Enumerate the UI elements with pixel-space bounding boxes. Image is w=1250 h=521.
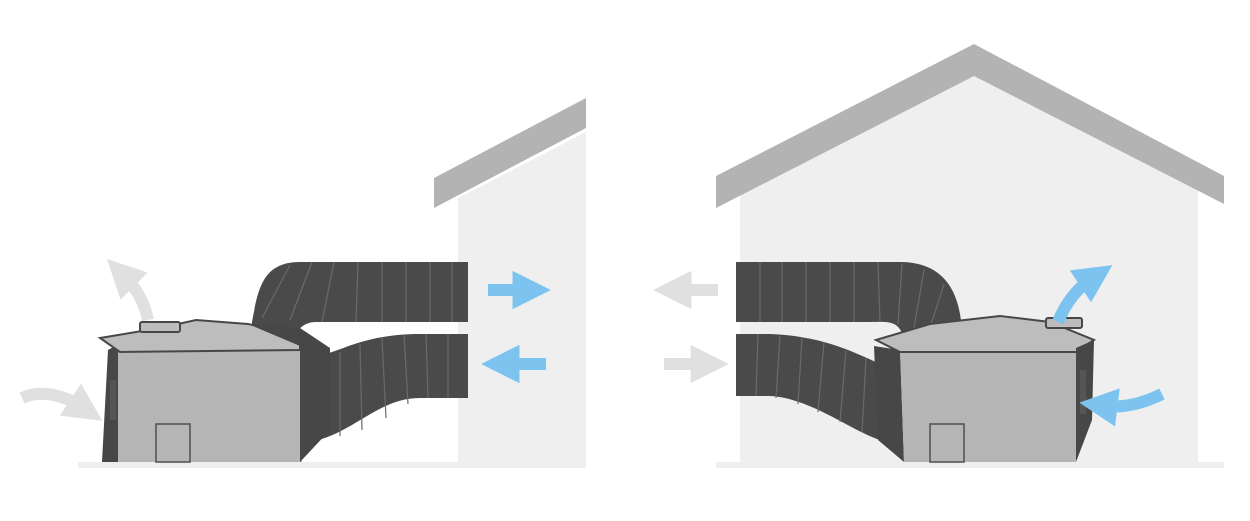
- portable-ac-unit-icon-right: [873, 314, 1097, 463]
- portable-ac-unit-icon: [97, 318, 330, 463]
- flexible-duct-icon-right: [736, 261, 962, 440]
- flexible-duct-icon: [252, 261, 468, 440]
- left-scene: [19, 98, 586, 468]
- ground-line-left: [78, 462, 586, 468]
- airflow-arrow-icon-right: [653, 265, 1165, 427]
- ground-line-right: [716, 462, 1224, 468]
- right-scene: [653, 44, 1224, 468]
- airflow-arrow-icon: [19, 258, 551, 421]
